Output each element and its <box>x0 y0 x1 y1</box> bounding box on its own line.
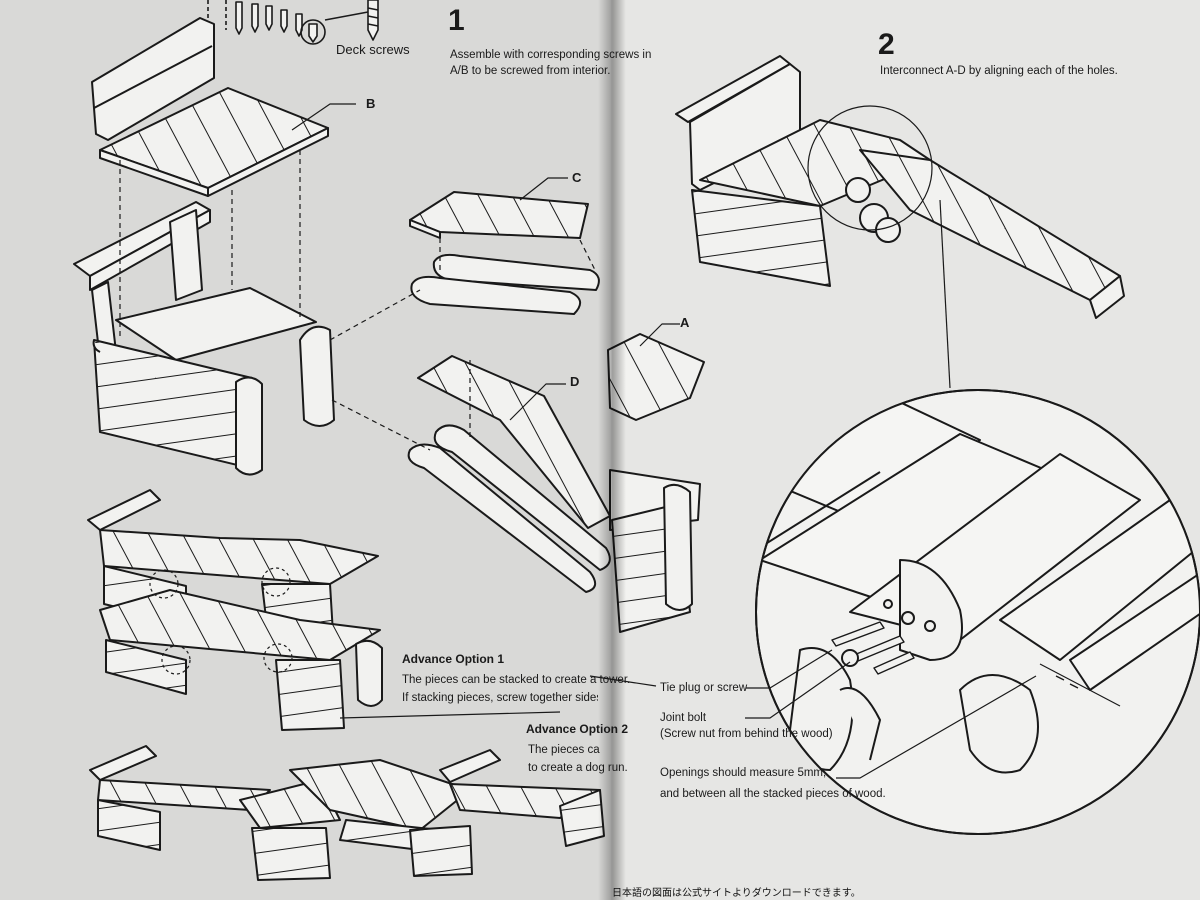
option1-line1: The pieces can be stacked to create a to… <box>402 674 631 686</box>
callout-leaders <box>589 649 1037 779</box>
part-b-seat-backrest <box>91 17 329 197</box>
part-c <box>409 191 600 315</box>
chair-base-frame <box>73 201 335 476</box>
option1-stacked-illustration <box>87 489 561 731</box>
step1-instruction-line2: A/B to be screwed from interior. <box>450 65 611 77</box>
option2-line2: to create a dog run. <box>528 762 628 774</box>
book-gutter-shadow <box>598 0 626 900</box>
part-d-ramp <box>407 355 611 593</box>
callout-joint-bolt-note: (Screw nut from behind the wood) <box>660 728 833 740</box>
step1-instruction-line1: Assemble with corresponding screws in <box>450 49 652 61</box>
deck-screws-label: Deck screws <box>336 42 410 57</box>
detail-circle-small <box>807 105 933 231</box>
callout-openings-line2: and between all the stacked pieces of wo… <box>660 788 886 800</box>
step2-instruction: Interconnect A-D by aligning each of the… <box>880 65 1118 77</box>
deck-screw-icons <box>207 0 379 45</box>
callout-tie-plug: Tie plug or screw <box>660 682 748 694</box>
step2-assembled-illustration <box>675 55 1125 319</box>
option2-dogrun-illustration <box>89 745 605 881</box>
option1-line2: If stacking pieces, screw together sides… <box>402 692 598 704</box>
part-label-c: C <box>572 170 582 185</box>
part-a <box>607 333 705 633</box>
callout-openings-line1: Openings should measure 5mm, <box>660 767 827 779</box>
footer-japanese-note: 日本語の図面は公式サイトよりダウンロードできます。 <box>612 888 861 899</box>
joint-detail-magnified <box>755 389 1200 835</box>
option2-line1: The pieces can be layered <box>528 744 600 756</box>
option2-title: Advance Option 2 <box>526 722 629 736</box>
part-label-b: B <box>366 96 376 111</box>
alignment-lines <box>119 150 597 451</box>
part-label-d: D <box>570 374 580 389</box>
callout-joint-bolt: Joint bolt <box>660 712 707 724</box>
part-label-a: A <box>680 315 690 330</box>
step-number-1: 1 <box>448 4 465 37</box>
step-number-2: 2 <box>878 28 895 61</box>
option1-title: Advance Option 1 <box>402 652 505 666</box>
